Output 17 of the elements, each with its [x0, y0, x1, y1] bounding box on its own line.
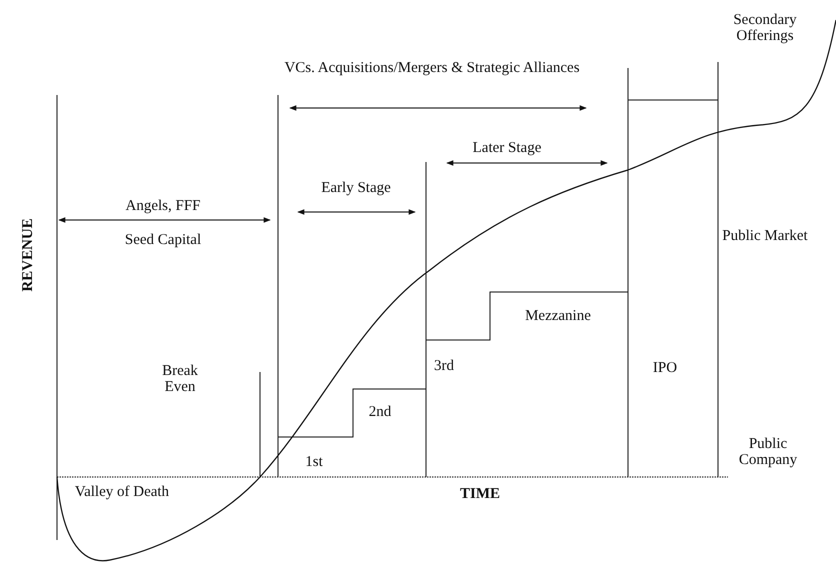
stage-label: 3rd: [433, 358, 455, 374]
stage-label: 2nd: [368, 404, 392, 420]
stage-label: 1st: [304, 454, 324, 470]
stage-label: Valley of Death: [74, 484, 170, 500]
stage-label: Public Company: [738, 436, 798, 468]
stage-label: Angels, FFF: [124, 198, 202, 214]
stage-label: VCs. Acquisitions/Mergers & Strategic Alliances: [283, 60, 581, 76]
stage-label: Early Stage: [320, 180, 392, 196]
stage-label: Public Market: [721, 228, 809, 244]
stage-label: IPO: [652, 360, 678, 376]
stage-label: Seed Capital: [124, 232, 202, 248]
axis-label: TIME: [458, 486, 501, 502]
stage-label: Mezzanine: [524, 308, 592, 324]
stage-label: Break Even: [161, 363, 199, 395]
stage-label: Later Stage: [472, 140, 542, 156]
stage-label: Secondary Offerings: [732, 12, 798, 44]
axis-label: REVENUE: [20, 218, 36, 292]
